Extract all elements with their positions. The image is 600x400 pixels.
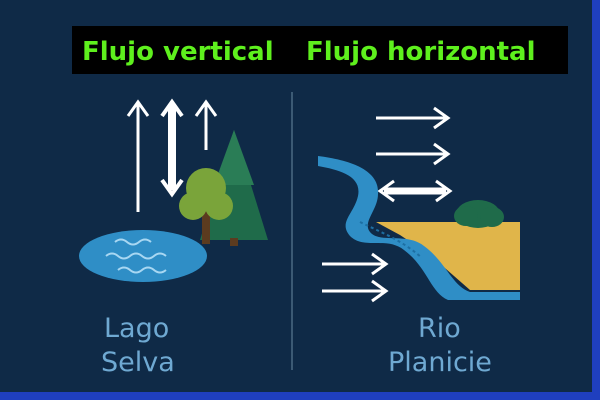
panel-divider — [291, 92, 293, 370]
right-arrow-icon — [322, 279, 389, 303]
right-arrow-icon — [376, 142, 451, 166]
vertical-arrows-group — [126, 98, 218, 212]
horizontal-flow-title: Flujo horizontal — [306, 37, 536, 67]
title-bar — [72, 26, 568, 74]
up-arrow-icon — [126, 99, 150, 212]
double-horizontal-arrow-icon — [377, 179, 453, 203]
round-tree-icon — [179, 168, 233, 244]
up-arrow-icon — [194, 99, 218, 150]
horizontal-arrows-top — [376, 106, 453, 203]
right-arrow-icon — [376, 106, 451, 130]
shrub-icon — [454, 200, 504, 228]
double-vertical-arrow-icon — [160, 98, 184, 198]
jungle-label: Selva — [101, 347, 175, 378]
plain-label: Planicie — [388, 347, 492, 378]
lake-icon — [79, 230, 207, 282]
lake-label: Lago — [104, 313, 170, 344]
river-label: Rio — [418, 313, 461, 344]
right-arrow-icon — [322, 252, 389, 276]
sand-bank — [376, 222, 520, 290]
horizontal-arrows-bottom — [322, 252, 389, 303]
river-icon — [318, 156, 520, 300]
diagram-scene — [79, 98, 520, 303]
vertical-flow-title: Flujo vertical — [82, 37, 274, 67]
